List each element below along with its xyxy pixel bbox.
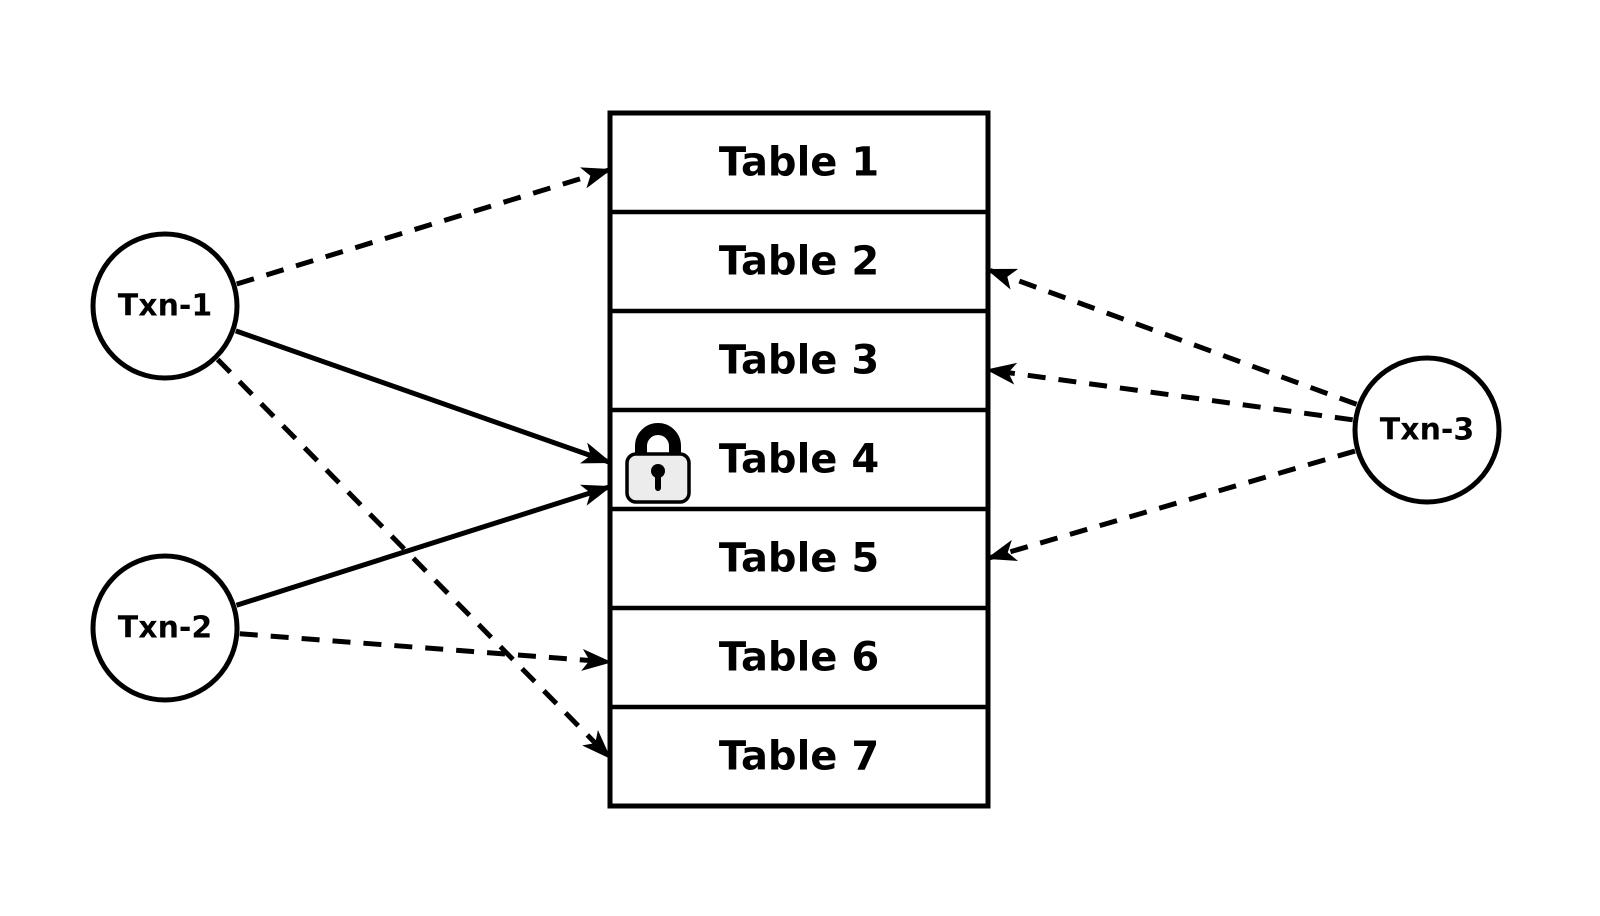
edge-txn-3-row3-dashed (986, 362, 1354, 423)
edge-txn-1-row7-dashed (215, 357, 612, 760)
transaction-label-txn-3: Txn-3 (1380, 413, 1475, 448)
table-row-label-6: Table 6 (719, 635, 879, 681)
table-row-label-3: Table 3 (719, 338, 879, 384)
edge-txn-2-row4-solid (235, 484, 612, 608)
table-row-label-2: Table 2 (719, 239, 879, 285)
transaction-label-txn-2: Txn-2 (118, 611, 213, 646)
edge-txn-2-row6-dashed (239, 631, 612, 671)
edge-txn-1-row1-dashed (235, 167, 612, 287)
transaction-node-txn-3 (1352, 355, 1502, 505)
transaction-node-txn-2 (90, 553, 240, 703)
edge-txn-3-row2-dashed (986, 267, 1358, 407)
padlock-icon (625, 423, 691, 504)
edge-txn-1-row4-solid (234, 328, 612, 465)
edge-txn-3-row5-dashed (986, 448, 1356, 561)
table-row-label-4: Table 4 (719, 437, 879, 483)
table-row-label-5: Table 5 (719, 536, 879, 582)
table-row-label-7: Table 7 (719, 734, 879, 780)
padlock-shackle (635, 423, 681, 457)
transaction-node-txn-1 (90, 231, 240, 381)
table-row-label-1: Table 1 (719, 140, 879, 186)
transaction-label-txn-1: Txn-1 (118, 289, 213, 324)
